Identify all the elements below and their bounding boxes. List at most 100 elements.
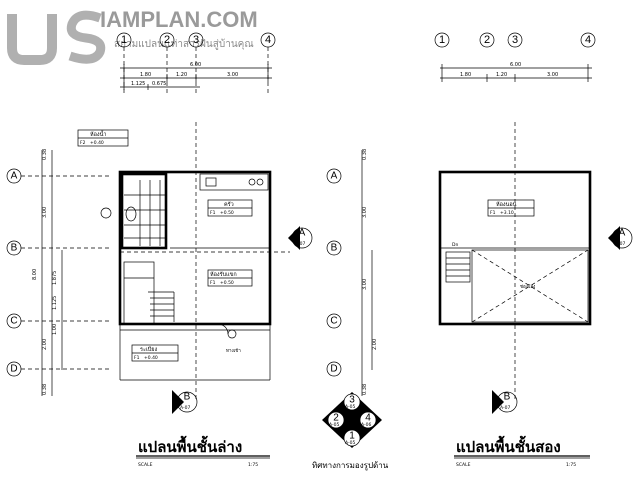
dim-span-3: 3.00 [227, 72, 238, 78]
dim-v-200: 2.00 [42, 339, 48, 350]
porch-code: F1 [134, 355, 140, 361]
section-a-ref: A-07 [295, 241, 305, 247]
dim-span-3b: 3.00 [547, 72, 558, 78]
section-mark-b-upper: B A-07 [492, 390, 518, 414]
dim-v-038-bot: 0.38 [42, 384, 48, 395]
entry-label: ทางเข้า [226, 348, 241, 354]
upper-title-block: แปลนพื้นชั้นสอง SCALE 1:75 [454, 435, 590, 468]
dim-u-200: 2.00 [372, 339, 378, 350]
ground-title-block: แปลนพื้นชั้นล่าง SCALE 1:75 [136, 435, 270, 468]
toilet-symbol [125, 206, 137, 222]
porch-name: ระเบียง [140, 346, 158, 353]
section-a-letter-b: A [619, 228, 626, 239]
porch-label: ระเบียง F1 +0.40 [131, 344, 179, 362]
ground-stair [123, 261, 175, 325]
kitchen-code: F1 [210, 210, 216, 216]
upper-floor-plan: ช่องโล่ง Dn ห้องนอน F1 +3.10 [438, 122, 592, 400]
kitchen-label: ครัว F1 +0.50 [207, 199, 253, 217]
elev-3: 3 [349, 395, 355, 406]
dim-total-width: 6.00 [190, 62, 201, 68]
section-mark-b-ground: B A-07 [172, 390, 198, 414]
section-b-ref: A-07 [180, 405, 190, 411]
dim-v-038-top: 0.38 [42, 149, 48, 160]
logo-brand-text: IAMPLAN.COM [100, 7, 258, 32]
bedroom-name: ห้องนอน [496, 201, 517, 208]
elev-1: 1 [349, 431, 355, 442]
bedroom-label: ห้องนอน F1 +3.10 [487, 199, 535, 217]
bedroom-code: F1 [490, 210, 496, 216]
grid-letter-a-b: A [331, 171, 338, 182]
elev-3-ref: A-05 [345, 404, 355, 410]
grid-bubbles-left-ground: A B C D [6, 168, 110, 377]
upper-plan-title: แปลนพื้นชั้นสอง [456, 435, 561, 456]
living-code: F1 [210, 280, 216, 286]
elev-4-ref: A-06 [361, 422, 371, 428]
dim-span-2b: 1.20 [496, 72, 507, 78]
dim-u-300a: 3.00 [362, 207, 368, 218]
ground-scale-word: SCALE [138, 462, 153, 468]
living-name: ห้องรับแขก [210, 271, 237, 278]
section-a-ref-b: A-07 [615, 241, 625, 247]
top-dimensions-ground: 6.00 1.80 1.20 3.00 1.125 0.675 [120, 62, 272, 90]
dim-v-300: 3.00 [42, 207, 48, 218]
living-label: ห้องรับแขก F1 +0.50 [207, 269, 253, 287]
grid-letter-a: A [11, 171, 18, 182]
ground-scale: 1:75 [248, 462, 258, 468]
porch-level: +0.40 [144, 355, 158, 361]
dim-sub-span-2: 0.675 [152, 81, 166, 87]
bath-label: ห้องน้ำ F2 +0.40 [77, 129, 129, 147]
grid-number-2: 2 [164, 34, 170, 46]
grid-number-4b: 4 [585, 34, 591, 46]
upper-scale: 1:75 [566, 462, 576, 468]
bath-code: F2 [80, 140, 86, 146]
elev-2: 2 [333, 413, 339, 424]
left-dimensions-ground: 0.38 3.00 8.00 1.875 1.125 1.00 2.00 0.3… [32, 149, 63, 396]
dim-u-038-bot: 0.38 [362, 384, 368, 395]
grid-bubbles-top-left: 1 2 3 4 [116, 32, 276, 95]
kitchen-level: +0.50 [220, 210, 234, 216]
ground-plan-title: แปลนพื้นชั้นล่าง [138, 435, 242, 456]
logo-tagline: สยามแปลนเเท่าสารฝันสู่บ้านคุณ [114, 38, 254, 50]
grid-letter-d: D [10, 364, 17, 375]
top-dimensions-upper: 6.00 1.80 1.20 3.00 [440, 62, 592, 82]
section-b-ref-b: A-07 [500, 405, 510, 411]
grid-letter-b-b: B [331, 243, 338, 254]
bath-level: +0.40 [90, 140, 104, 146]
elevation-caption: ทิศทางการมองรูปด้าน [312, 461, 389, 471]
grid-letter-c: C [10, 316, 17, 327]
void-label: ช่องโล่ง [520, 283, 535, 290]
dim-u-038-top: 0.38 [362, 149, 368, 160]
elevation-key: 3 A-05 2 A-05 4 A-06 1 A-05 ทิศทางการมอง… [312, 392, 389, 471]
grid-number-2b: 2 [484, 34, 490, 46]
section-b-letter: B [184, 392, 191, 403]
dim-v-100: 1.00 [52, 324, 58, 335]
elev-4: 4 [365, 413, 371, 424]
kitchen-name: ครัว [224, 201, 234, 208]
grid-letter-b: B [11, 243, 18, 254]
section-b-letter-b: B [504, 392, 511, 403]
bath-name: ห้องน้ำ [90, 130, 106, 138]
dim-total-width-b: 6.00 [510, 62, 521, 68]
section-mark-a-ground: A A-07 [288, 226, 313, 250]
dim-sub-span-1: 1.125 [131, 81, 145, 87]
grid-number-1b: 1 [439, 34, 445, 46]
section-a-letter: A [299, 228, 306, 239]
ground-floor-plan: ห้องน้ำ F2 +0.40 ครัว F1 +0.50 ห้องรับแข… [77, 122, 290, 400]
grid-letter-c-b: C [330, 316, 337, 327]
grid-number-4: 4 [265, 34, 271, 46]
grid-number-3: 3 [193, 34, 199, 46]
grid-bubbles-left-upper: A B C D [326, 168, 342, 377]
section-mark-a-upper: A A-07 [608, 226, 633, 250]
bathroom-tile-grid [124, 180, 166, 246]
elev-1-ref: A-05 [345, 440, 355, 446]
grid-bubbles-top-right: 1 2 3 4 [434, 32, 596, 48]
dim-span-1b: 1.80 [460, 72, 471, 78]
dim-span-2: 1.20 [176, 72, 187, 78]
upper-stair: Dn [445, 242, 471, 283]
dim-v-1125: 1.125 [52, 296, 58, 310]
siamplan-logo: IAMPLAN.COM สยามแปลนเเท่าสารฝันสู่บ้านคุ… [6, 7, 258, 65]
left-dimensions-upper: 0.38 3.00 3.00 2.00 0.38 [361, 149, 378, 396]
grid-number-3b: 3 [512, 34, 518, 46]
dim-u-300b: 3.00 [362, 279, 368, 290]
